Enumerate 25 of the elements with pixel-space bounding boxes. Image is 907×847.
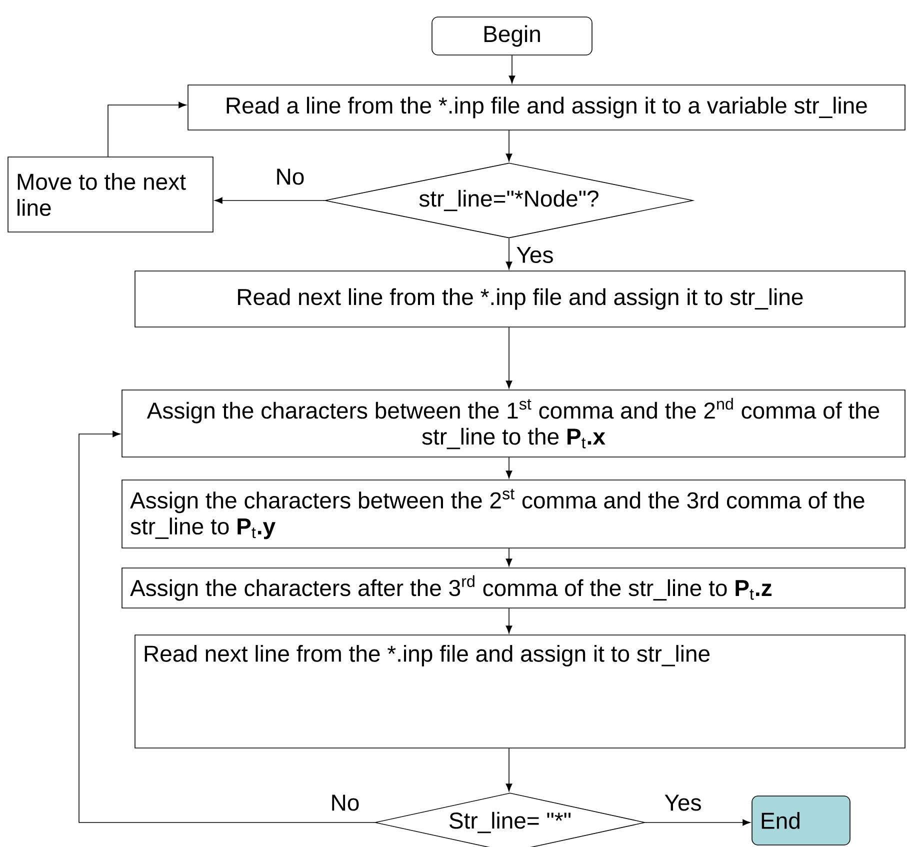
process-box: Read next line from the *.inp file and assign it to str_line: [134, 634, 906, 748]
start-box: Begin: [432, 16, 592, 56]
arrow: [214, 197, 325, 204]
process-box: Read next line from the *.inp file and assign it to str_line: [134, 270, 906, 328]
process-box: Assign the characters between the 1$^{st}$ comma and the 2$^{nd}$ comma of the str_line to the P$_{t}$.x: [122, 390, 906, 458]
edge-label: Yes: [516, 246, 553, 264]
arrow: [508, 55, 516, 84]
arrow: [506, 457, 512, 478]
edge-label: Yes: [664, 794, 701, 811]
edge-label: No: [332, 794, 359, 811]
arrow: [645, 819, 750, 826]
arrow: [506, 748, 512, 792]
arrow: [108, 102, 186, 157]
edge-label: No: [277, 168, 304, 185]
process-box: Assign the characters after the 3$^{rd}$ comma of the str_line to P$_{t}$.z: [122, 568, 906, 608]
process-box: Read a line from the *.inp file and assign it to a variable str_line: [188, 84, 906, 130]
arrow: [506, 548, 512, 566]
end-box: End: [752, 796, 850, 846]
process-box: Move to the next line: [8, 156, 214, 232]
arrow: [506, 130, 512, 162]
arrow: [506, 238, 512, 270]
process-box: Assign the characters between the 2$^{st}$ comma and the 3rd comma of the str_line to P$_{t}$.y: [122, 480, 906, 548]
arrow: [506, 608, 512, 634]
arrow: [506, 327, 512, 388]
arrow: [78, 430, 375, 823]
